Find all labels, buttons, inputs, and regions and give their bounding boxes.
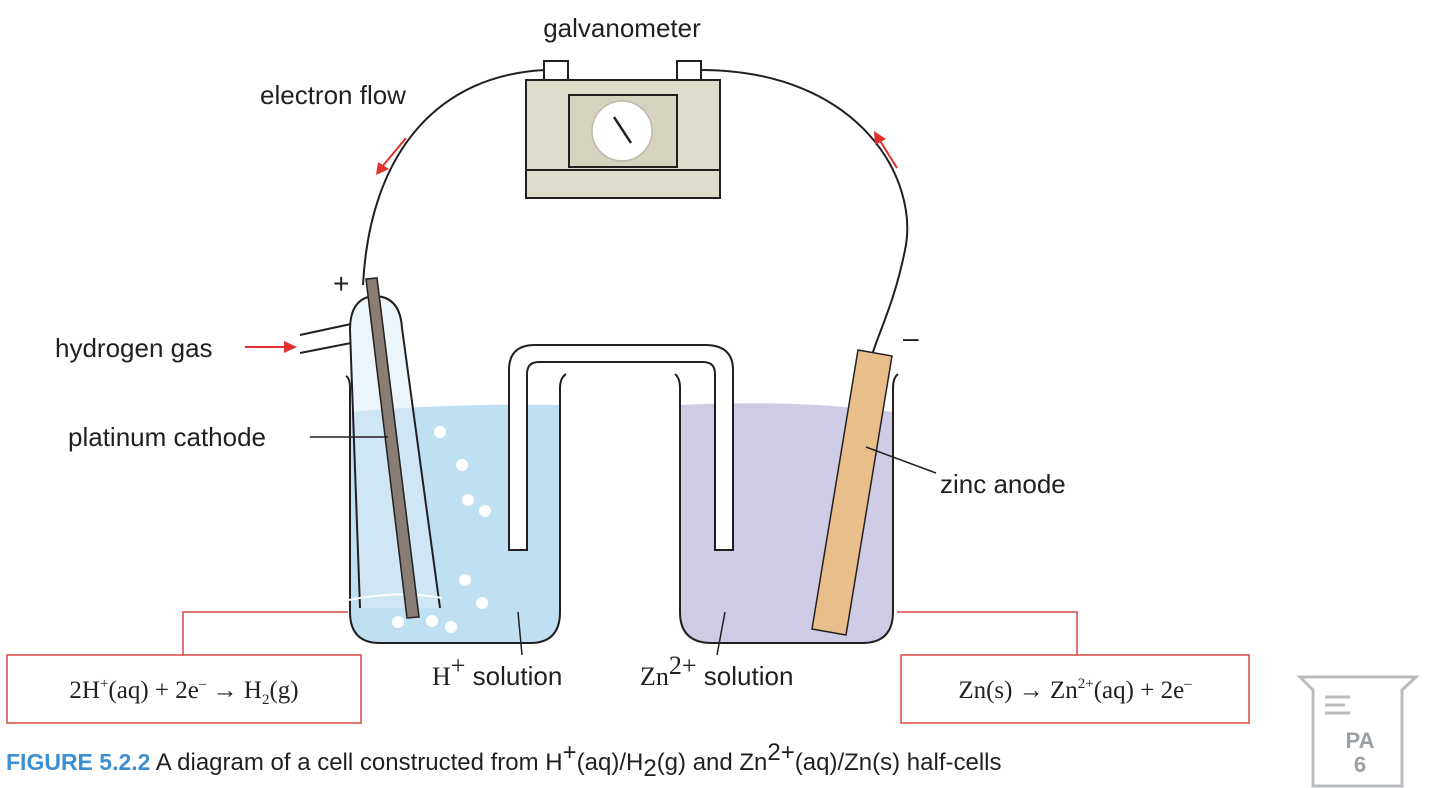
left-beaker-wall bbox=[345, 373, 567, 644]
galvanometer-terminal-right bbox=[676, 60, 702, 82]
galvanometer-needle bbox=[612, 116, 633, 144]
figure-caption: FIGURE 5.2.2 A diagram of a cell constru… bbox=[6, 739, 1002, 782]
salt-bridge bbox=[508, 344, 734, 551]
anode-half-equation: Zn(s) → Zn2+(aq) + 2e– bbox=[958, 676, 1192, 704]
cathode-equation-connector bbox=[182, 611, 348, 655]
badge-line1: PA bbox=[1346, 728, 1375, 753]
zn-solution-label: Zn2+ solution bbox=[640, 651, 793, 691]
galvanometer-label: galvanometer bbox=[543, 13, 701, 43]
right-beaker-wall bbox=[674, 373, 899, 644]
zinc-anode-label: zinc anode bbox=[940, 469, 1066, 499]
cathode-half-equation: 2H+(aq) + 2e– → H2(g) bbox=[69, 676, 298, 708]
anode-equation-box bbox=[900, 654, 1250, 724]
anode-equation-connector bbox=[897, 611, 1078, 655]
electron-flow-arrow-left bbox=[376, 137, 407, 175]
badge-line2: 6 bbox=[1354, 752, 1366, 777]
practical-activity-badge: PA 6 bbox=[1296, 675, 1420, 788]
positive-sign: + bbox=[333, 268, 349, 299]
galvanometer-terminal-left bbox=[543, 60, 569, 82]
galvanometer bbox=[525, 60, 721, 199]
electron-flow-arrow-right bbox=[874, 131, 898, 169]
h-solution-leader bbox=[517, 611, 523, 656]
hydrogen-gas-arrow bbox=[245, 341, 297, 353]
zinc-anode-leader bbox=[865, 446, 937, 474]
zn-solution-leader bbox=[716, 611, 726, 656]
hydrogen-bubbles bbox=[392, 426, 491, 633]
platinum-rod bbox=[365, 277, 420, 619]
wire-left bbox=[362, 69, 546, 286]
cathode-equation-box bbox=[6, 654, 362, 724]
zinc-rod bbox=[811, 349, 893, 636]
electron-flow-label: electron flow bbox=[260, 80, 406, 110]
hydrogen-gas-label: hydrogen gas bbox=[55, 333, 213, 363]
platinum-cathode-label: platinum cathode bbox=[68, 422, 266, 452]
negative-sign: – bbox=[903, 322, 919, 353]
h-solution-label: H+ solution bbox=[432, 651, 562, 691]
wire-right bbox=[699, 69, 909, 353]
